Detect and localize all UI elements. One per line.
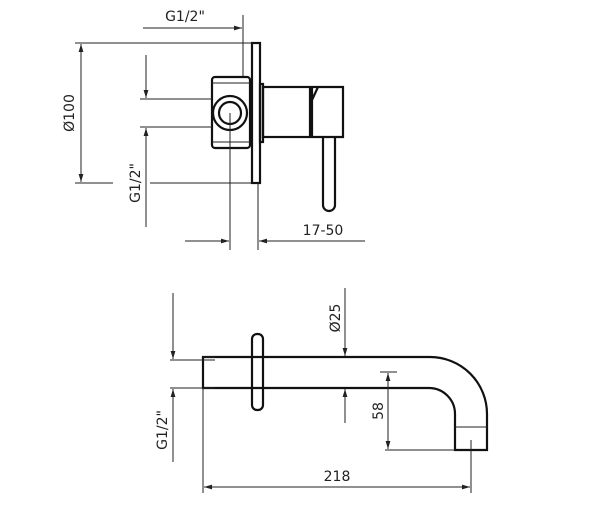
wall-plate (250, 41, 262, 185)
plate-diameter-label: Ø100 (62, 94, 78, 132)
spout-escutcheon (250, 332, 265, 412)
cover-sleeve (261, 85, 312, 139)
mixer-valve-drawing: G1/2" Ø100 G1/2" 17-50 (62, 9, 365, 250)
thread-side-label: G1/2" (128, 163, 144, 203)
spout-length-label: 218 (324, 469, 351, 485)
lever (321, 137, 337, 213)
handle (310, 85, 345, 139)
spout-height-label: 58 (371, 402, 387, 420)
spout-diameter-label: Ø25 (328, 304, 344, 333)
spout-drawing: G1/2" Ø25 58 218 (155, 288, 489, 493)
spout (201, 355, 489, 452)
wall-depth-label: 17-50 (303, 223, 344, 239)
spout-thread-label: G1/2" (155, 410, 171, 450)
thread-top-label: G1/2" (165, 9, 205, 25)
valve-body (210, 75, 252, 150)
